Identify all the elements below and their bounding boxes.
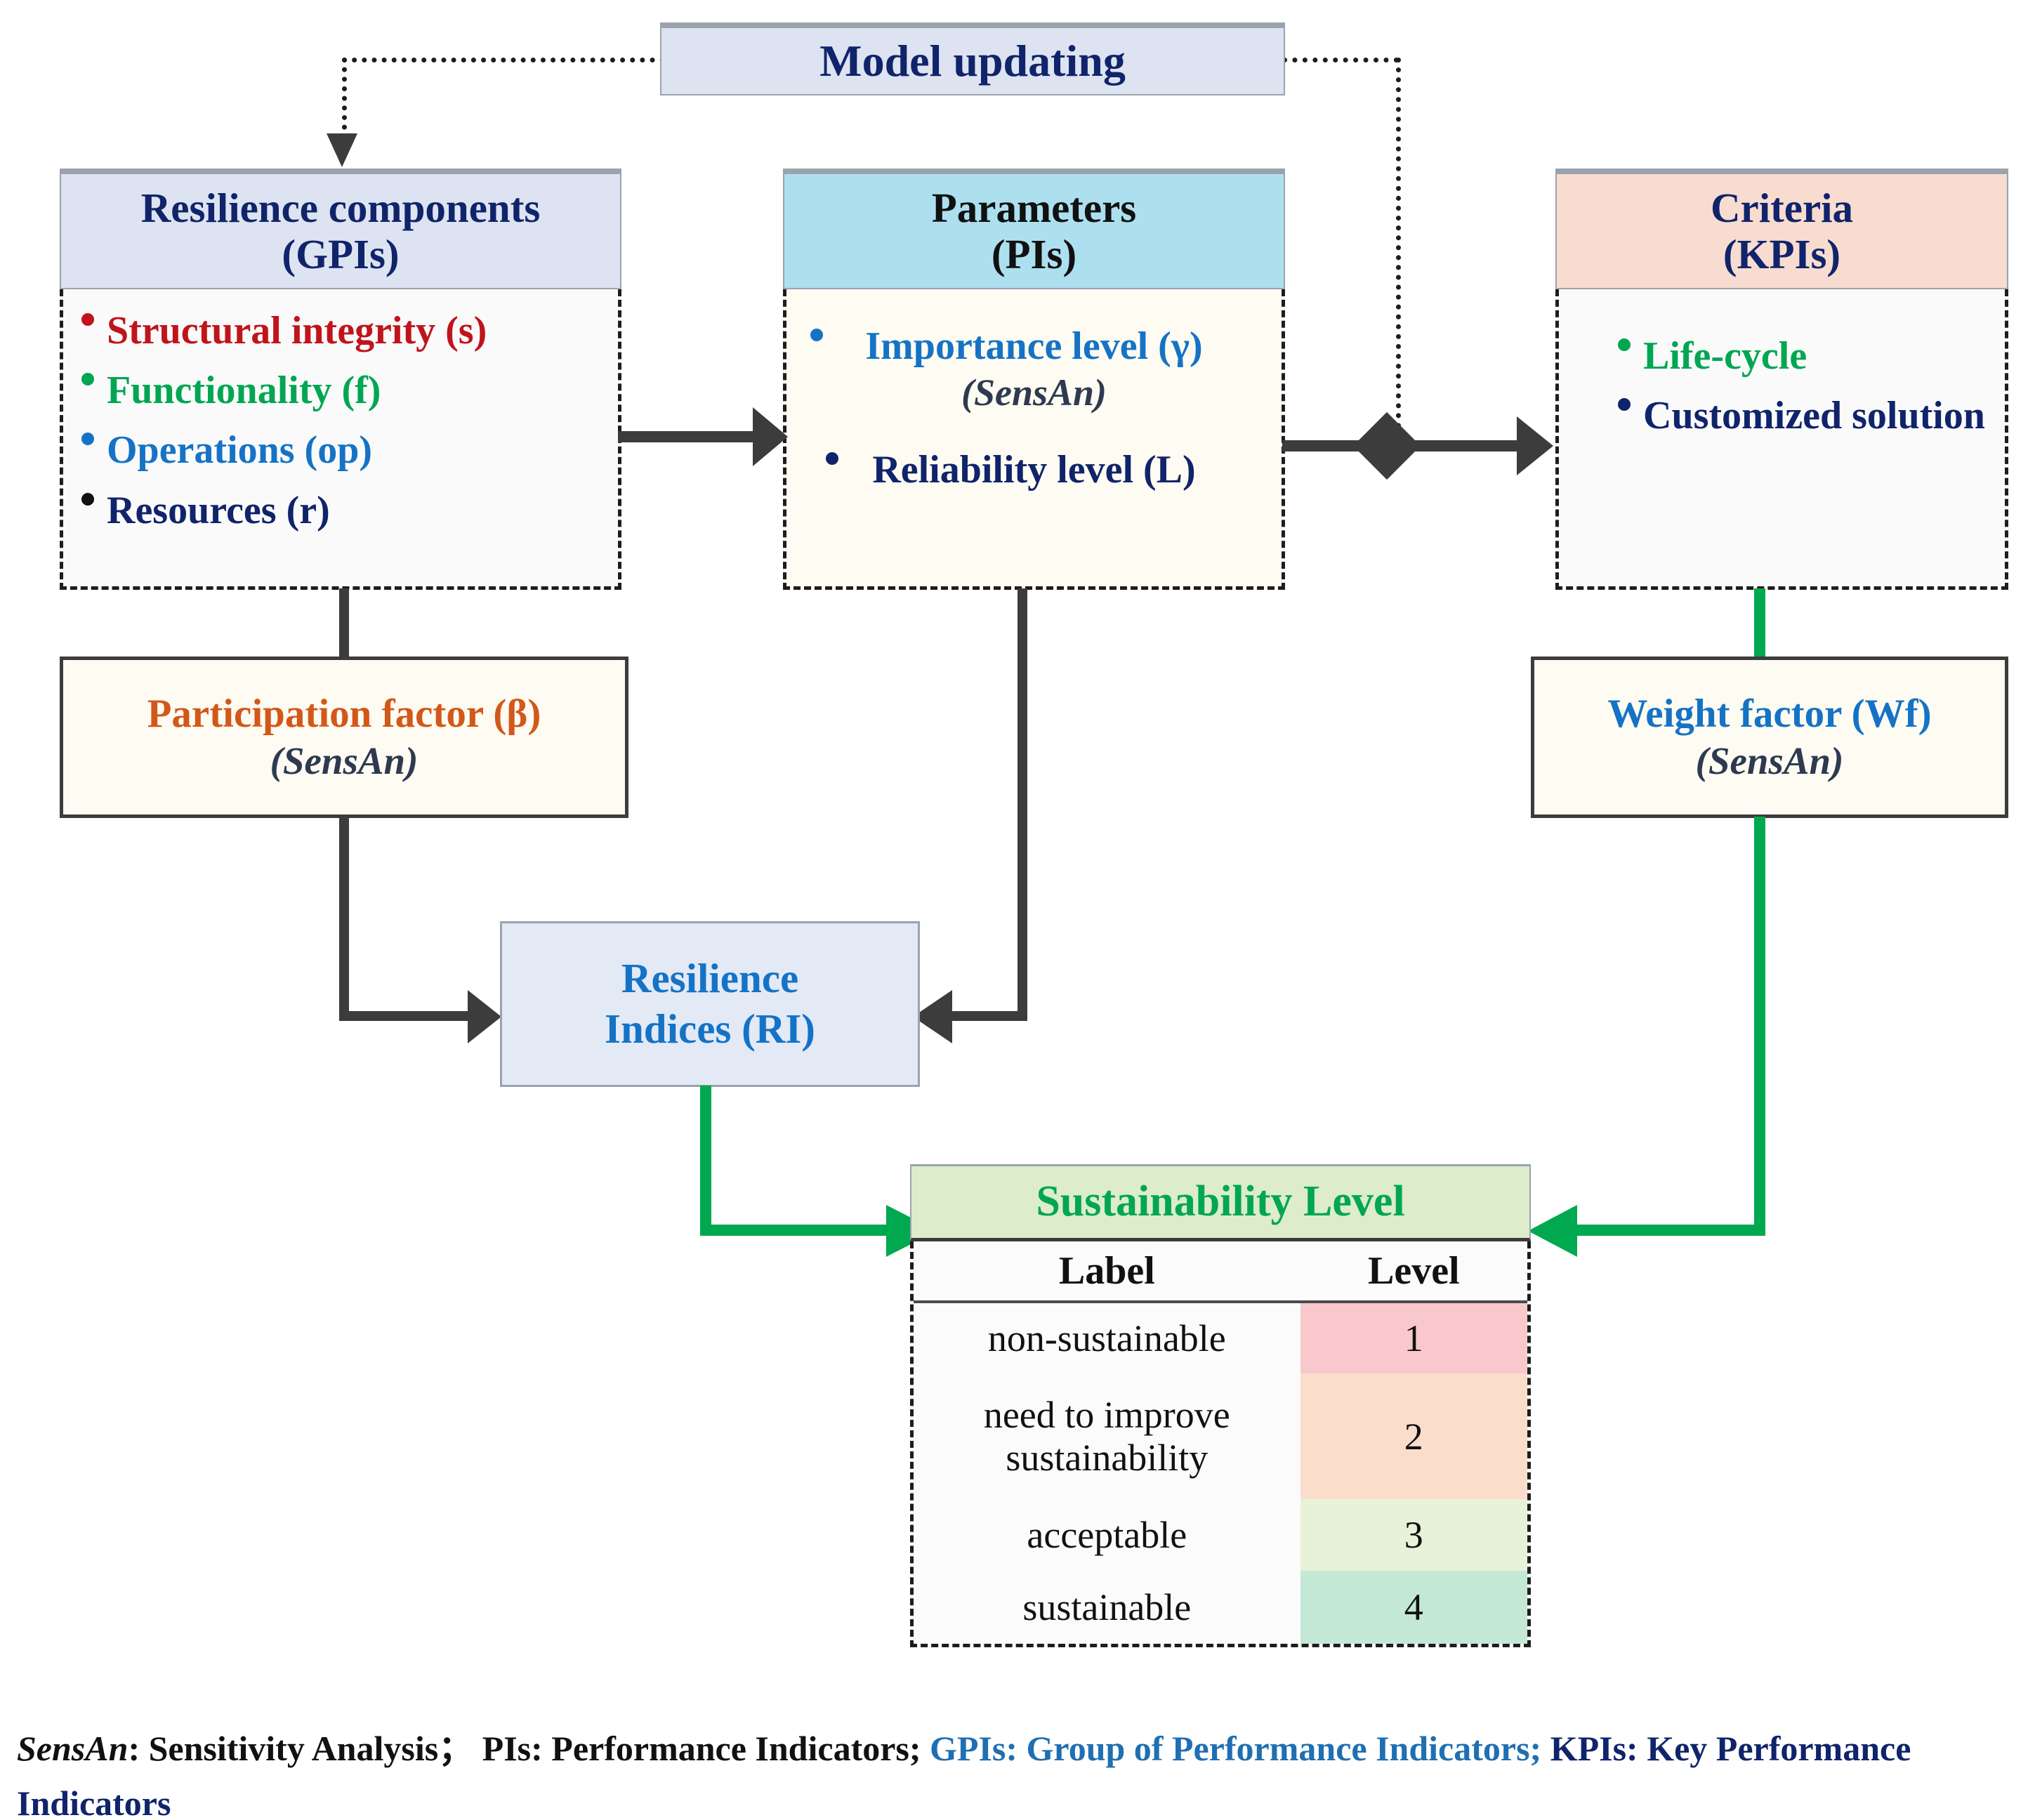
connector-participation-right xyxy=(339,1011,473,1021)
bullet-icon xyxy=(1618,398,1631,411)
kpi-item-1[interactable]: Customized solution xyxy=(1559,393,2005,440)
sustainability-title: Sustainability Level xyxy=(1036,1178,1405,1226)
model-updating-box[interactable]: Model updating xyxy=(660,22,1285,95)
pi-item-label: Importance level (γ) xyxy=(865,324,1203,368)
gpi-header: Resilience components (GPIs) xyxy=(60,169,621,289)
gpi-item-label: Structural integrity (s) xyxy=(107,309,487,352)
bullet-icon xyxy=(826,451,838,465)
dotted-line-left-down xyxy=(342,58,347,149)
gpi-item-label: Resources (r) xyxy=(107,488,330,532)
gpi-item-label: Operations (op) xyxy=(107,428,372,473)
decision-diamond xyxy=(1352,411,1421,480)
cell-label: acceptable xyxy=(914,1499,1300,1571)
pi-item-1[interactable]: Reliability level (L) xyxy=(786,447,1282,494)
arrowhead-pi-to-ri xyxy=(913,990,952,1043)
footnote-part1: SensAn xyxy=(17,1729,129,1768)
model-updating-label: Model updating xyxy=(819,36,1126,86)
bullet-icon xyxy=(81,492,94,506)
gpi-item-3[interactable]: Resources (r) xyxy=(63,487,618,534)
gpi-title-line1: Resilience components xyxy=(140,184,541,231)
dotted-line-right-down xyxy=(1396,58,1401,448)
kpi-title-line2: (KPIs) xyxy=(1723,231,1841,277)
resilience-indices-line2: Indices (RI) xyxy=(605,1005,815,1052)
dotted-arrowhead-to-gpi xyxy=(327,133,357,167)
footnote: SensAn: Sensitivity Analysis； PIs: Perfo… xyxy=(17,1722,2011,1820)
footnote-part4: KPIs: Key Performance Indicators xyxy=(17,1729,1911,1820)
resilience-indices-box[interactable]: Resilience Indices (RI) xyxy=(500,921,920,1087)
bullet-icon xyxy=(81,313,94,326)
pi-title-line1: Parameters xyxy=(931,184,1137,231)
gpi-item-0[interactable]: Structural integrity (s) xyxy=(63,308,618,355)
table-row[interactable]: acceptable 3 xyxy=(914,1499,1527,1571)
gpi-body: Structural integrity (s) Functionality (… xyxy=(60,289,621,590)
kpi-title-line1: Criteria xyxy=(1710,184,1854,231)
green-connector-kpi-down xyxy=(1754,588,1765,659)
gpi-item-2[interactable]: Operations (op) xyxy=(63,427,618,474)
weight-factor-line1: Weight factor (Wf) xyxy=(1607,691,1932,736)
kpi-item-0[interactable]: Life-cycle xyxy=(1559,333,2005,380)
participation-factor-box[interactable]: Participation factor (β) (SensAn) xyxy=(60,657,628,818)
weight-factor-line2: (SensAn) xyxy=(1695,739,1844,783)
pi-body: Importance level (γ) (SensAn) Reliabilit… xyxy=(783,289,1285,590)
pi-item-sub: (SensAn) xyxy=(961,371,1107,414)
cell-label: sustainable xyxy=(914,1571,1300,1644)
cell-level: 1 xyxy=(1300,1302,1527,1373)
connector-pi-down xyxy=(1018,588,1027,1020)
green-connector-weight-down xyxy=(1754,817,1765,1234)
connector-gpi-to-pi xyxy=(618,431,758,442)
column-header-label: Label xyxy=(914,1241,1300,1303)
footnote-part2: : Sensitivity Analysis； PIs: Performance… xyxy=(128,1729,930,1768)
connector-gpi-to-participation xyxy=(339,588,349,659)
arrowhead-gpi-to-pi xyxy=(753,407,788,466)
column-header-level: Level xyxy=(1300,1241,1527,1303)
bullet-icon xyxy=(810,329,823,341)
pi-item-0[interactable]: Importance level (γ) (SensAn) xyxy=(786,323,1282,416)
green-arrowhead-to-sustainability-right xyxy=(1528,1205,1577,1257)
cell-level: 3 xyxy=(1300,1499,1527,1571)
bullet-icon xyxy=(81,433,94,446)
pi-title-line2: (PIs) xyxy=(991,231,1077,277)
bullet-icon xyxy=(1618,338,1631,351)
participation-factor-line2: (SensAn) xyxy=(270,739,419,783)
footnote-part3: GPIs: Group of Performance Indicators; xyxy=(930,1729,1550,1768)
kpi-item-label: Life-cycle xyxy=(1643,334,1807,378)
table-row[interactable]: need to improve sustainability 2 xyxy=(914,1373,1527,1500)
arrowhead-to-kpi xyxy=(1517,416,1553,475)
kpi-body: Life-cycle Customized solution xyxy=(1555,289,2008,590)
green-connector-ri-right xyxy=(700,1225,890,1236)
table-row[interactable]: sustainable 4 xyxy=(914,1571,1527,1644)
sustainability-table: Label Level non-sustainable 1 need to im… xyxy=(910,1241,1531,1647)
arrowhead-participation-to-ri xyxy=(468,990,501,1043)
gpi-title-line2: (GPIs) xyxy=(282,231,400,277)
cell-label: non-sustainable xyxy=(914,1302,1300,1373)
green-connector-weight-left xyxy=(1577,1225,1765,1236)
dotted-line-model-to-right xyxy=(1282,58,1399,62)
participation-factor-line1: Participation factor (β) xyxy=(147,691,541,736)
connector-participation-down xyxy=(339,817,349,1020)
gpi-item-label: Functionality (f) xyxy=(107,369,381,413)
sustainability-header: Sustainability Level xyxy=(910,1164,1531,1241)
cell-level: 2 xyxy=(1300,1373,1527,1500)
pi-item-label: Reliability level (L) xyxy=(872,447,1196,492)
weight-factor-box[interactable]: Weight factor (Wf) (SensAn) xyxy=(1531,657,2008,818)
kpi-header: Criteria (KPIs) xyxy=(1555,169,2008,289)
table-row[interactable]: non-sustainable 1 xyxy=(914,1302,1527,1373)
pi-header: Parameters (PIs) xyxy=(783,169,1285,289)
cell-label: need to improve sustainability xyxy=(914,1373,1300,1500)
bullet-icon xyxy=(81,373,94,386)
gpi-item-1[interactable]: Functionality (f) xyxy=(63,367,618,414)
connector-pi-left xyxy=(951,1011,1027,1021)
resilience-indices-line1: Resilience xyxy=(621,955,799,1002)
dotted-line-model-to-left xyxy=(342,58,665,62)
kpi-item-label: Customized solution xyxy=(1643,394,1985,438)
green-connector-ri-down xyxy=(700,1086,711,1236)
table-header-row: Label Level xyxy=(914,1241,1527,1303)
cell-level: 4 xyxy=(1300,1571,1527,1644)
